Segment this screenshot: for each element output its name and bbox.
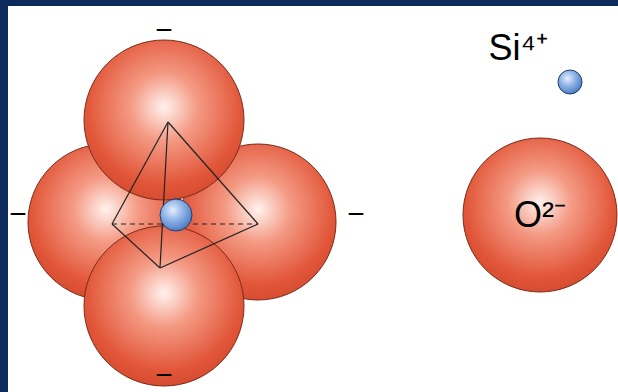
silicon-sphere: [160, 199, 192, 231]
charge-sign: −: [155, 15, 173, 45]
charge-sign: −: [347, 199, 365, 229]
ion-symbol: O²⁻: [514, 197, 566, 233]
charge-sign: −: [155, 360, 173, 390]
ion-key: Si⁴⁺: [436, 12, 606, 112]
slide-ground: [8, 6, 618, 392]
tetrahedron-lines: [112, 122, 258, 268]
oxygen-sphere: [84, 40, 244, 200]
ion-sphere: O²⁻: [462, 137, 618, 293]
charge-sign: −: [9, 199, 27, 229]
ion-symbol: Si⁴⁺: [489, 30, 548, 66]
